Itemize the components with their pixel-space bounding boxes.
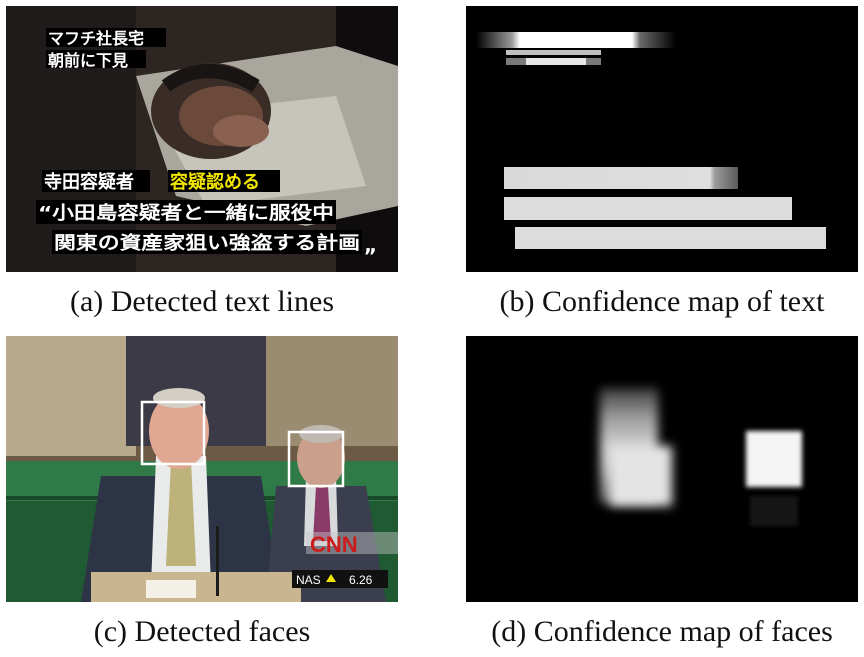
overlay-quote-close: „ [364, 233, 377, 257]
conf-region-line2a [506, 50, 601, 55]
text-frame-illustration: マフチ社長宅 朝前に下見 寺田容疑者 容疑認める “小田島容疑者と一緒に服役中 … [6, 6, 398, 272]
ticker-up-arrow-icon [326, 574, 336, 582]
face-confidence-map [466, 336, 858, 602]
panel-d-image [466, 336, 858, 602]
panel-c-image: CNN NAS 6.26 [6, 336, 398, 602]
faces-frame-illustration: CNN NAS 6.26 [6, 336, 398, 602]
conf-region-line4 [504, 197, 792, 220]
face-detection-box-1 [140, 400, 206, 466]
face-conf-blob-1b [610, 446, 672, 506]
face-detection-box-2 [287, 430, 345, 488]
overlay-text-4: “小田島容疑者と一緒に服役中 [38, 202, 334, 224]
cnn-logo: CNN [310, 532, 358, 557]
overlay-text-0: マフチ社長宅 [48, 29, 144, 48]
panel-b-image [466, 6, 858, 272]
caption-c: (c) Detected faces [93, 615, 311, 648]
caption-b: (b) Confidence map of text [499, 285, 825, 318]
conf-region-line3 [504, 167, 738, 189]
overlay-text-3: 容疑認める [170, 171, 260, 193]
conf-region-line5 [515, 227, 826, 249]
overlay-text-2: 寺田容疑者 [44, 171, 134, 193]
caption-d: (d) Confidence map of faces [491, 615, 833, 648]
face-conf-blob-2-shadow [750, 496, 798, 526]
panel-a-image: マフチ社長宅 朝前に下見 寺田容疑者 容疑認める “小田島容疑者と一緒に服役中 … [6, 6, 398, 272]
text-confidence-map [466, 6, 858, 272]
face-conf-blob-2 [746, 431, 802, 487]
conf-region-line1 [476, 32, 676, 48]
caption-a: (a) Detected text lines [69, 285, 335, 318]
ticker-symbol: NAS [296, 573, 321, 587]
overlay-text-5: 関東の資産家狙い強盗する計画 [54, 232, 360, 254]
conf-region-line2c [526, 58, 586, 65]
overlay-text-1: 朝前に下見 [48, 51, 128, 70]
ticker-value: 6.26 [349, 573, 373, 587]
